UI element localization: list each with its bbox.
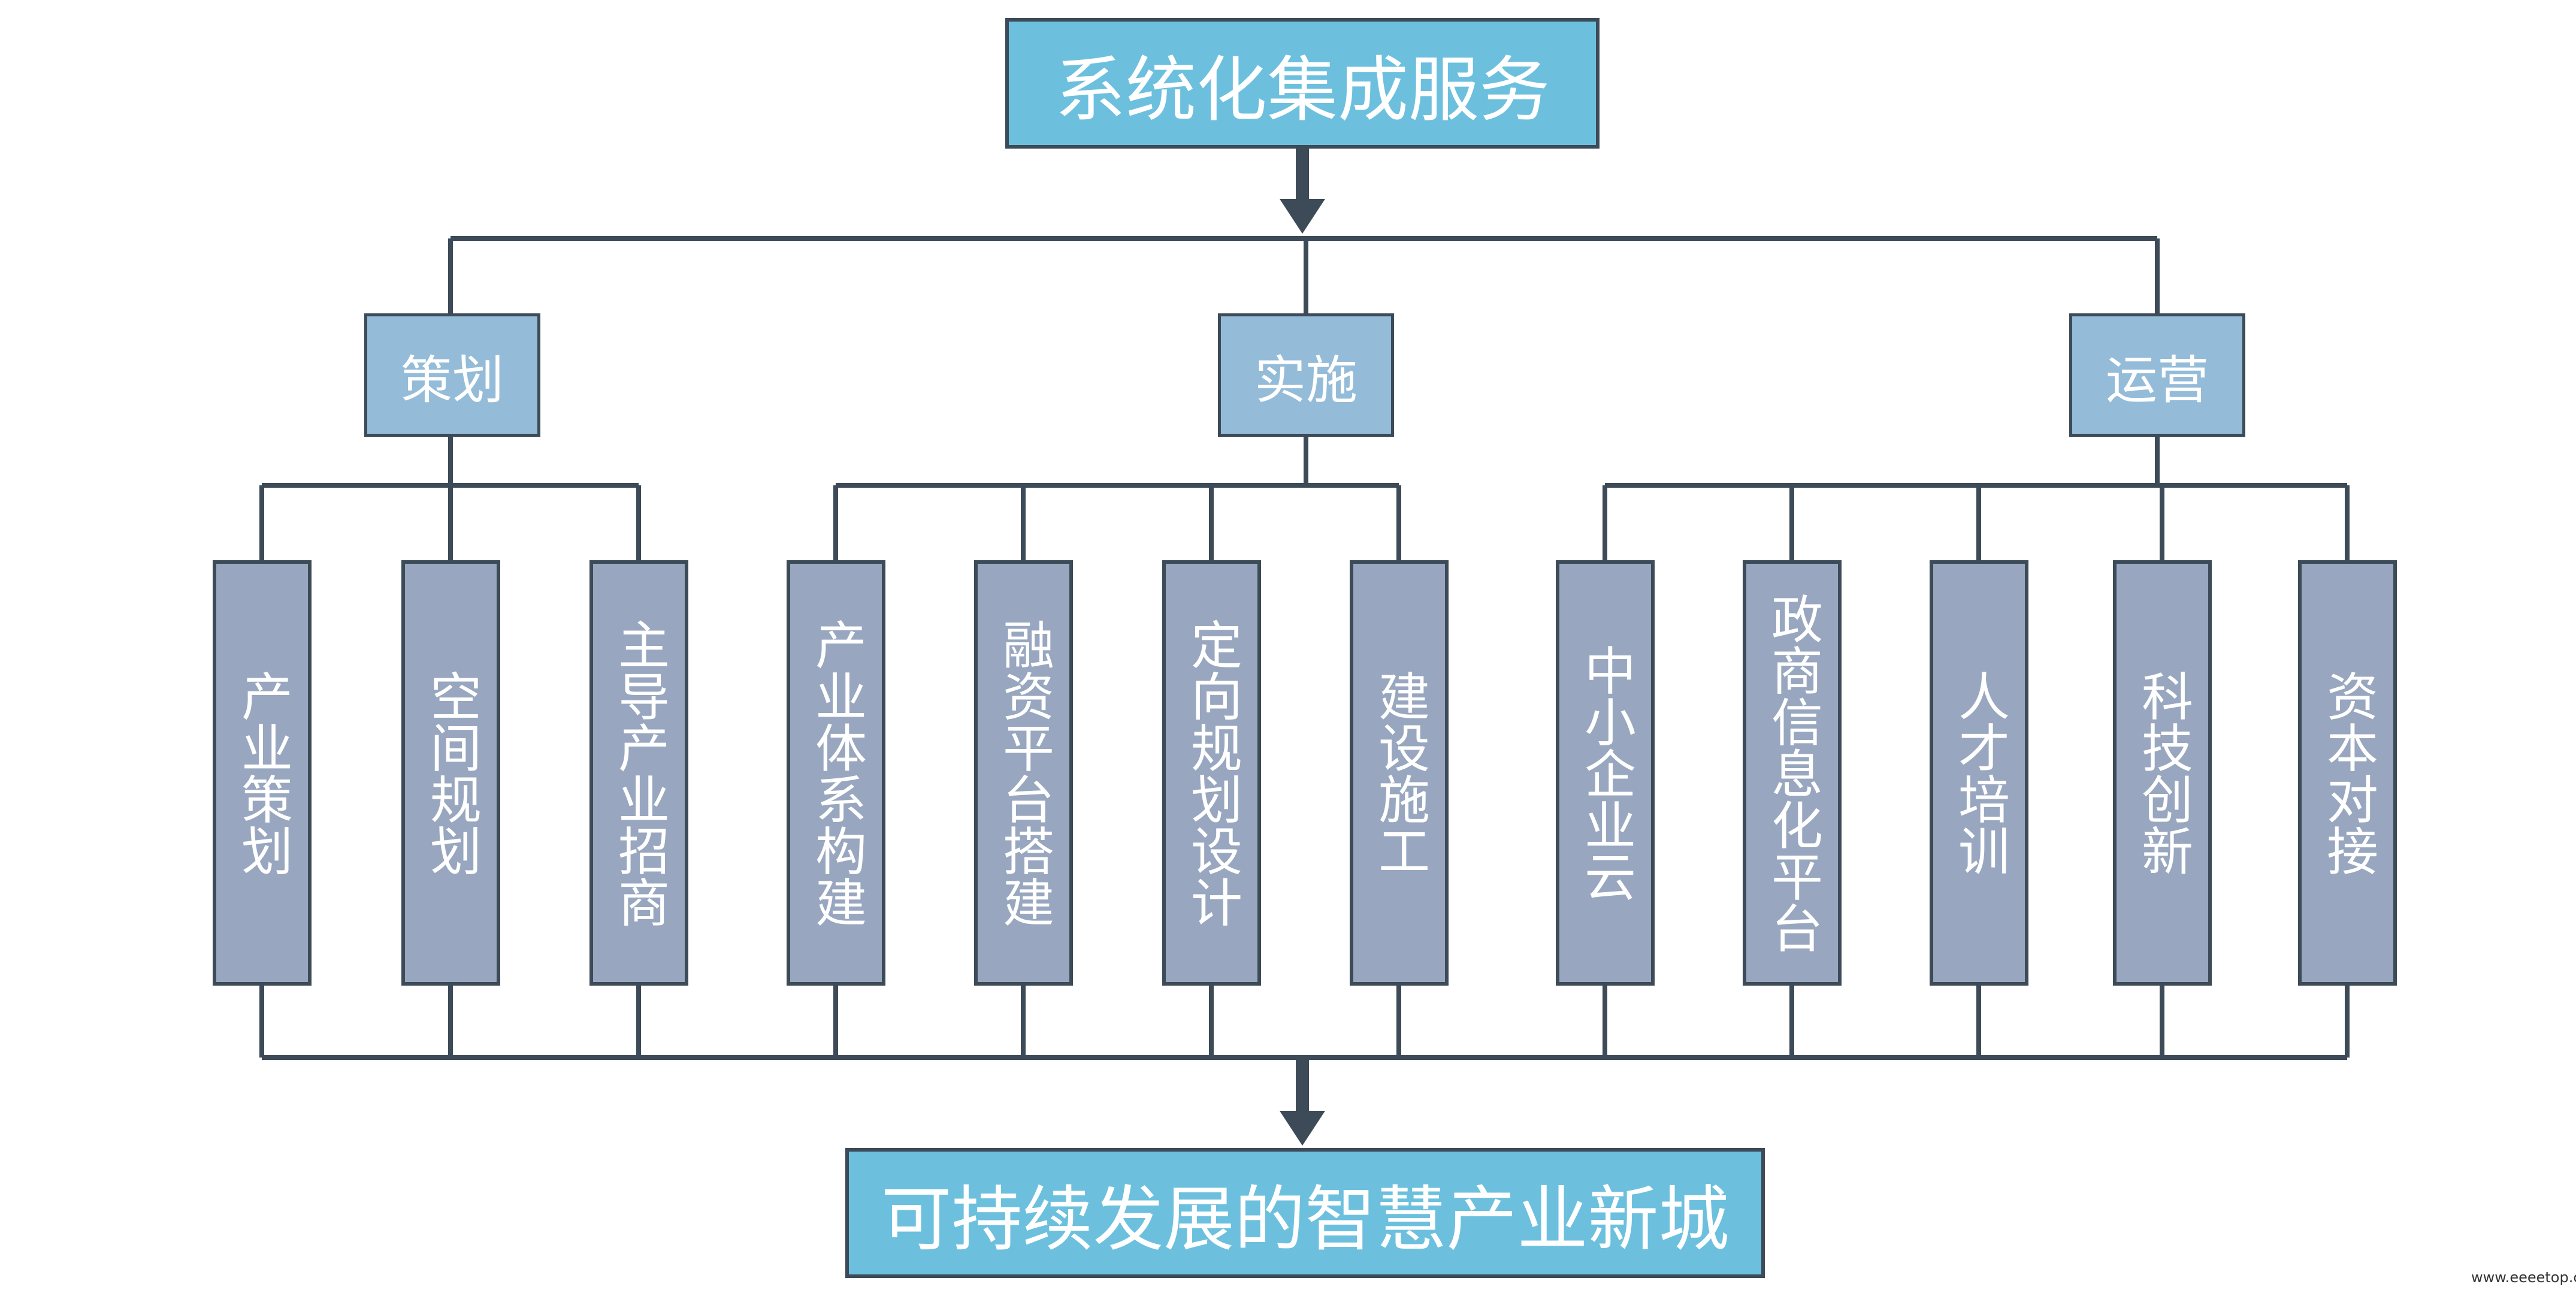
- arrow-bottom-down-shaft: [1296, 1058, 1309, 1116]
- category-box-planning: 策划: [364, 313, 540, 437]
- leaf-label: 定向规划设计: [1181, 618, 1242, 928]
- category-label: 策划: [401, 350, 504, 410]
- leaf-label: 政商信息化平台: [1762, 593, 1822, 953]
- leaf-box: 资本对接: [2298, 560, 2397, 986]
- leaf-box: 政商信息化平台: [1743, 560, 1842, 986]
- arrow-top-down-head: [1280, 199, 1325, 234]
- top-node-label: 系统化集成服务: [1054, 48, 1550, 131]
- leaf-box: 空间规划: [401, 560, 500, 986]
- leaf-label: 建设施工: [1369, 670, 1429, 876]
- leaf-box: 产业策划: [213, 560, 312, 986]
- leaf-label: 人才培训: [1949, 670, 2009, 876]
- leaf-box: 人才培训: [1930, 560, 2028, 986]
- leaf-label: 资本对接: [2317, 670, 2378, 876]
- top-node-box: 系统化集成服务: [1005, 18, 1600, 149]
- arrow-bottom-down-head: [1280, 1111, 1325, 1146]
- leaf-box: 科技创新: [2113, 560, 2212, 986]
- watermark: www.eeeetop.com: [2471, 1269, 2576, 1286]
- leaf-label: 科技创新: [2132, 670, 2193, 876]
- leaf-label: 主导产业招商: [609, 618, 669, 928]
- leaf-label: 融资平台搭建: [993, 618, 1054, 928]
- category-box-implementation: 实施: [1218, 313, 1394, 437]
- leaf-box: 建设施工: [1350, 560, 1449, 986]
- leaf-box: 中小企业云: [1556, 560, 1655, 986]
- leaf-box: 主导产业招商: [589, 560, 688, 986]
- category-label: 实施: [1254, 350, 1357, 410]
- arrow-top-down-shaft: [1296, 149, 1309, 204]
- bottom-node-box: 可持续发展的智慧产业新城: [845, 1148, 1765, 1278]
- category-label: 运营: [2106, 350, 2209, 410]
- bottom-node-label: 可持续发展的智慧产业新城: [881, 1178, 1730, 1261]
- category-box-operation: 运营: [2069, 313, 2245, 437]
- leaf-box: 产业体系构建: [787, 560, 885, 986]
- leaf-label: 空间规划: [421, 670, 481, 876]
- leaf-box: 融资平台搭建: [974, 560, 1073, 986]
- leaf-label: 产业体系构建: [806, 618, 866, 928]
- leaf-label: 产业策划: [232, 670, 292, 876]
- leaf-label: 中小企业云: [1575, 644, 1635, 902]
- leaf-box: 定向规划设计: [1162, 560, 1261, 986]
